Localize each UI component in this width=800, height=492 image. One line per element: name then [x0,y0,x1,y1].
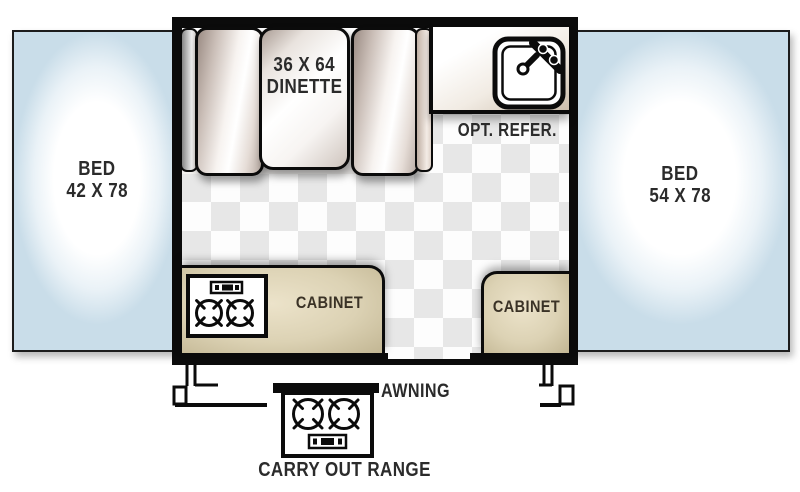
bed-right: BED 54 X 78 [570,30,790,352]
cabinet-left-label: CABINET [295,293,364,312]
cabinet-left-label-wrap: CABINET [277,294,382,312]
bed-right-size: 54 X 78 [649,185,711,207]
cabinet-left: CABINET [182,265,385,353]
optional-refrigerator-label: OPT. REFER. [457,120,557,140]
cabinet-right-label: CABINET [492,297,561,316]
cooktop-icon [186,274,268,338]
bed-right-name: BED [661,163,699,185]
awning-label-wrap: AWNING [381,382,471,402]
stabilizer-jack-left-icon [172,364,267,407]
cabinet-right: CABINET [481,271,569,353]
bed-left: BED 42 X 78 [12,30,182,352]
dinette-size: 36 X 64 [273,54,336,76]
cabinet-right-label-wrap: CABINET [484,298,569,316]
bed-right-label: BED 54 X 78 [572,163,788,207]
stabilizer-jack-right-icon [539,364,575,407]
dinette-bench-right [351,27,420,176]
bed-left-name: BED [78,158,116,180]
carry-out-range-label: CARRY OUT RANGE [258,459,432,481]
awning-label: AWNING [381,381,450,402]
awning-rail-bar [273,383,379,393]
dinette-name: DINETTE [266,76,343,98]
dinette-bench-left [195,27,264,176]
sink-icon [492,36,566,110]
range-icon [281,391,374,458]
carry-out-range-label-wrap: CARRY OUT RANGE [255,459,435,481]
dinette-table: 36 X 64 DINETTE [259,27,350,170]
optional-refrigerator-label-wrap: OPT. REFER. [433,121,571,140]
bed-left-size: 42 X 78 [66,180,128,202]
bed-left-label: BED 42 X 78 [14,158,180,202]
